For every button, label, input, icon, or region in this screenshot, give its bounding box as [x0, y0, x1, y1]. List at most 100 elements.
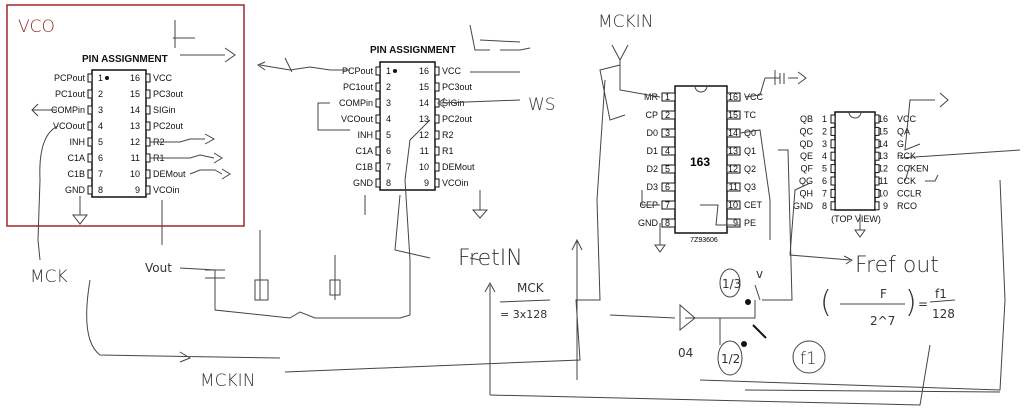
pin-name: PC1out	[343, 82, 374, 92]
wires	[31, 20, 1021, 406]
pin-box	[375, 98, 381, 108]
pin-name: D0	[646, 128, 658, 138]
pin-name: GND	[638, 218, 659, 228]
pin-box	[726, 200, 741, 210]
pin-number: 9	[424, 178, 429, 188]
pin-number: 10	[728, 200, 738, 210]
pin-box	[830, 201, 836, 211]
pin-name: DEMout	[442, 162, 475, 172]
pin-name: CCK	[897, 176, 916, 186]
pin-name: PC3out	[153, 89, 184, 99]
pin-name: PE	[744, 218, 756, 228]
pin-number: 15	[130, 89, 140, 99]
chip-body	[91, 69, 147, 198]
pin-box	[375, 114, 381, 124]
pin-number: 10	[419, 162, 429, 172]
pin-name: GND	[793, 201, 814, 211]
mckin-top-label: MCKIN	[598, 12, 653, 32]
pin-box	[661, 146, 676, 156]
pin-name: VCC	[897, 114, 917, 124]
pin-number: 9	[883, 201, 888, 211]
pin-box	[434, 82, 440, 92]
pin-box	[434, 66, 440, 76]
pin-number: 15	[419, 82, 429, 92]
vco-highlight-frame	[6, 4, 245, 227]
pin-number: 14	[728, 128, 738, 138]
pin-name: QC	[800, 126, 814, 136]
pin-box	[87, 89, 93, 99]
f1-label: f1	[800, 349, 817, 369]
pin-number: 13	[130, 121, 140, 131]
pll-chip-title: PIN ASSIGNMENT	[370, 45, 456, 56]
pin-box	[145, 169, 151, 179]
inverter-label: 04	[678, 346, 693, 360]
vco-label: VCO	[18, 17, 55, 37]
pin-name: VCC	[442, 66, 462, 76]
chip-body	[834, 111, 876, 211]
pin-number: 7	[665, 200, 670, 210]
pin-name: PC2out	[442, 114, 473, 124]
pin-number: 16	[878, 114, 888, 124]
pin-number: 12	[130, 137, 140, 147]
pin-box	[726, 146, 741, 156]
pin-number: 15	[728, 110, 738, 120]
f1-numerator: f1	[935, 287, 947, 301]
pin-name: R2	[442, 130, 454, 140]
pin-number: 2	[386, 82, 391, 92]
pin-number: 16	[419, 66, 429, 76]
pin-name: GND	[65, 185, 86, 195]
f1-circle	[792, 340, 826, 374]
pin-number: 6	[98, 153, 103, 163]
pin-box	[87, 121, 93, 131]
pin-name: QG	[799, 176, 813, 186]
pin-number: 7	[98, 169, 103, 179]
pin-name: Q1	[744, 146, 756, 156]
pin-number: 7	[386, 162, 391, 172]
pin-name: TC	[744, 110, 756, 120]
chip-notch	[694, 85, 708, 93]
divide-three-circle	[719, 268, 741, 298]
pin-name: INH	[70, 137, 86, 147]
pin-box	[874, 139, 880, 149]
pin-box	[434, 162, 440, 172]
pin-name: CCLR	[897, 188, 922, 198]
pin-number: 16	[130, 73, 140, 83]
pin-box	[661, 200, 676, 210]
pin-name: D2	[646, 164, 658, 174]
pin-box	[375, 66, 381, 76]
chip-body	[379, 61, 436, 191]
pin-number: 12	[728, 164, 738, 174]
pin-box	[375, 146, 381, 156]
divide-three-label: 1/3	[722, 277, 741, 291]
pin-box	[726, 182, 741, 192]
pin-box	[87, 185, 93, 195]
pin-number: 16	[728, 92, 738, 102]
pin-box	[661, 110, 676, 120]
pin-name: D3	[646, 182, 658, 192]
pin-box	[874, 126, 880, 136]
pin-box	[375, 130, 381, 140]
pin-number: 6	[665, 182, 670, 192]
pin-box	[661, 218, 676, 228]
pin-number: 11	[420, 146, 429, 156]
pin-name: PCPout	[54, 73, 86, 83]
pin-name: PC1out	[55, 89, 86, 99]
pin-box	[434, 146, 440, 156]
pin-box	[830, 151, 836, 161]
pin-box	[434, 130, 440, 140]
pin-box	[830, 164, 836, 174]
pin-name: PC3out	[442, 82, 473, 92]
pin-number: 6	[822, 176, 827, 186]
pin-number: 9	[135, 185, 140, 195]
pin-name: R1	[442, 146, 454, 156]
pin-number: 2	[98, 89, 103, 99]
pin-number: 13	[728, 146, 738, 156]
mckin-bottom-label: MCKIN	[200, 371, 255, 391]
pin-name: D1	[646, 146, 658, 156]
pin-number: 1	[665, 92, 670, 102]
chip-notch	[848, 111, 862, 119]
pin-name: Q2	[744, 164, 756, 174]
